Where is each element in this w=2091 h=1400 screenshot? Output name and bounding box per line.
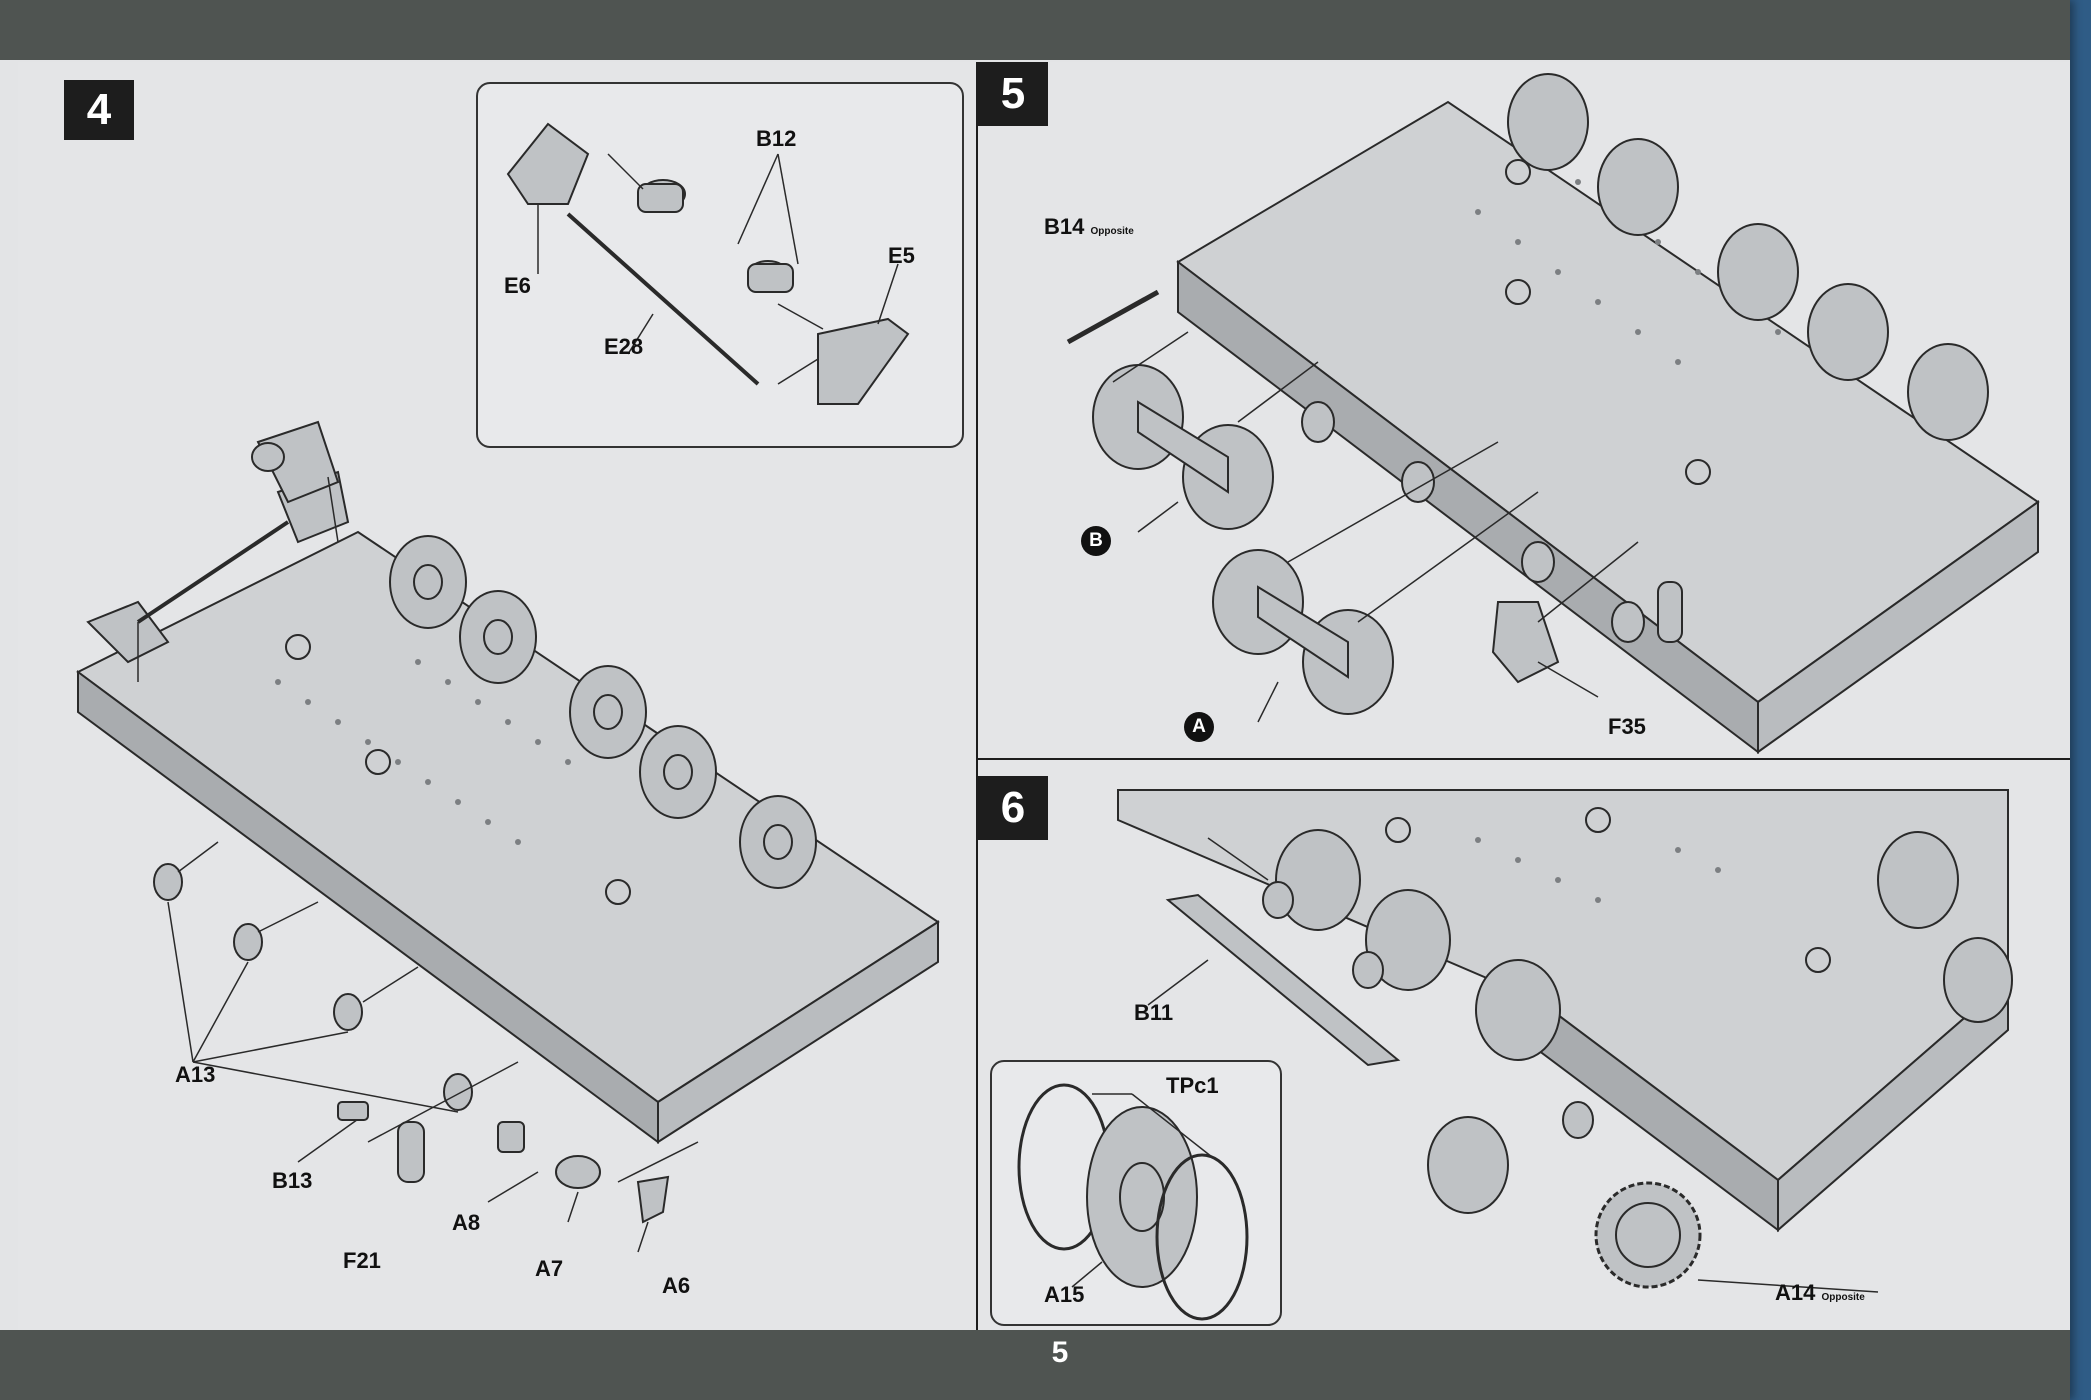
callout-a14-note: Opposite [1821, 1292, 1865, 1303]
step-6-number: 6 [978, 776, 1048, 840]
step-5-illustration [1066, 73, 2040, 755]
step-6-detail-inset [990, 1060, 1282, 1326]
callout-a8: A8 [452, 1210, 481, 1235]
callout-e6: E6 [504, 273, 531, 298]
top-band [0, 0, 2070, 60]
step-6-inset-illustration [1017, 1083, 1249, 1321]
callout-tpc1: TPc1 [1166, 1073, 1219, 1098]
callout-a14-label: A14 [1775, 1280, 1816, 1305]
step-4-detail-inset [476, 82, 964, 448]
callout-b14-note: Opposite [1090, 226, 1134, 237]
callout-a14: A14 Opposite [1775, 1280, 1865, 1306]
callout-a6: A6 [662, 1273, 691, 1298]
step-4-panel: 4 [18, 62, 978, 1330]
callout-f21: F21 [343, 1248, 381, 1273]
step-4-illustration [76, 420, 940, 1253]
detail-inset-illustration [506, 122, 910, 405]
marker-a: A [1184, 712, 1214, 742]
step-4-number: 4 [64, 80, 134, 140]
callout-e5: E5 [888, 243, 915, 268]
step-6-panel: 6 [978, 760, 2070, 1330]
callout-b14-label: B14 [1044, 214, 1085, 239]
callout-b11: B11 [1134, 1000, 1174, 1025]
step-5-panel: 5 [978, 62, 2070, 760]
page-number: 5 [1051, 1336, 1069, 1369]
callout-b13: B13 [272, 1168, 313, 1193]
callout-e28: E28 [604, 334, 644, 359]
step-6-illustration [1117, 789, 2013, 1293]
marker-b: B [1081, 526, 1111, 556]
callout-b12: B12 [756, 126, 797, 151]
callout-a13: A13 [175, 1062, 216, 1087]
callout-f35: F35 [1608, 714, 1646, 739]
callout-a15: A15 [1044, 1282, 1085, 1307]
callout-b14: B14 Opposite [1044, 214, 1134, 240]
step-5-number: 5 [978, 62, 1048, 126]
callout-a7: A7 [535, 1256, 564, 1281]
bottom-band [0, 1330, 2070, 1400]
